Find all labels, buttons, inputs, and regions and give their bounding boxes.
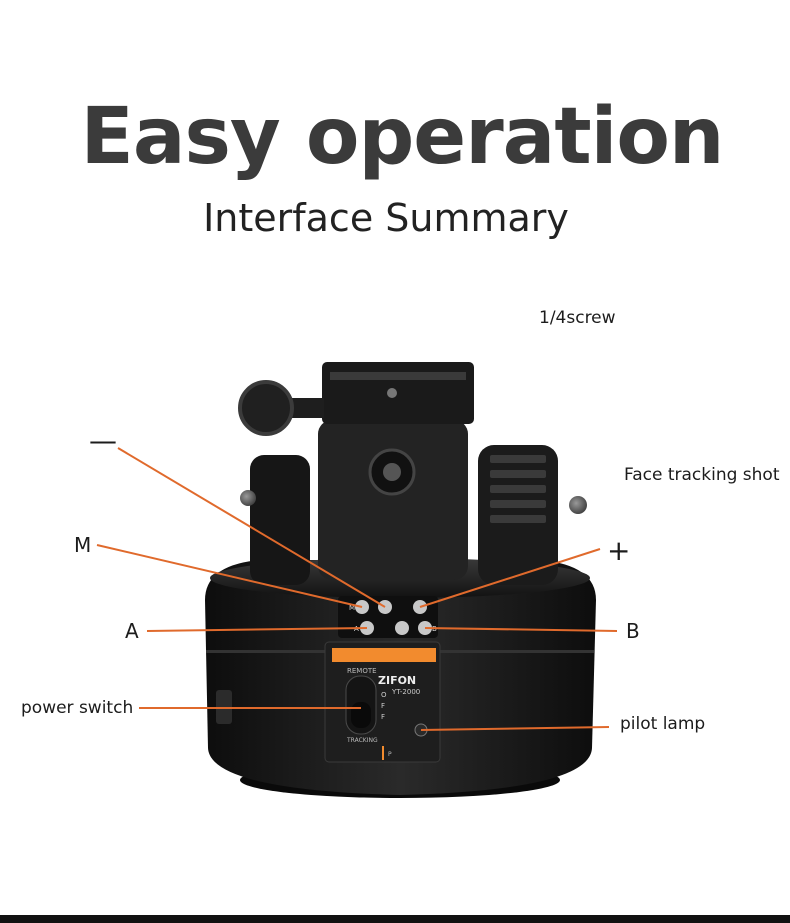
leader-b: [424, 627, 618, 632]
leader-lamp: [420, 726, 610, 731]
screw-icon: [387, 388, 397, 398]
button-center[interactable]: [395, 621, 409, 635]
off-letter-f2: F: [381, 713, 385, 721]
label-pilot-lamp: pilot lamp: [620, 714, 706, 734]
leader-plus: [419, 548, 601, 608]
page-title: Easy operation: [80, 92, 725, 182]
head-block: [318, 420, 468, 580]
label-quarter-screw: 1/4screw: [539, 308, 616, 328]
side-knob-icon: [238, 380, 294, 436]
brand-logo: ZIFON: [378, 674, 416, 687]
leader-a: [146, 627, 368, 632]
orange-tick: [382, 746, 384, 760]
leader-minus: [117, 447, 386, 608]
lens-center: [383, 463, 401, 481]
p-label: P: [388, 751, 392, 758]
quick-release-plate: [322, 362, 474, 424]
page-subtitle: Interface Summary: [203, 196, 569, 240]
tracking-label: TRACKING: [346, 737, 378, 744]
left-arm-bolt-icon: [240, 490, 256, 506]
side-knob-shaft: [288, 398, 324, 418]
label-face-tracking: Face tracking shot: [624, 465, 780, 485]
label-plus: +: [607, 534, 631, 567]
leader-lines: [96, 447, 618, 731]
plate-groove: [330, 372, 466, 380]
power-switch-knob[interactable]: [351, 702, 371, 728]
leader-m: [96, 544, 363, 608]
label-plate: [332, 648, 436, 662]
off-letter-f1: F: [381, 702, 385, 710]
label-b: B: [626, 619, 640, 643]
label-m: M: [74, 533, 92, 557]
label-minus: —: [89, 424, 117, 457]
right-fins: [490, 455, 546, 523]
remote-label: REMOTE: [347, 667, 377, 675]
bottom-border: [0, 915, 790, 923]
button-m-label: M: [349, 604, 355, 612]
label-a: A: [125, 619, 139, 643]
right-arm-bolt-icon: [569, 496, 587, 514]
label-power-switch: power switch: [21, 698, 134, 718]
left-arm: [250, 455, 310, 585]
model-label: YT-2000: [391, 688, 420, 696]
off-letter-o: O: [381, 691, 387, 699]
